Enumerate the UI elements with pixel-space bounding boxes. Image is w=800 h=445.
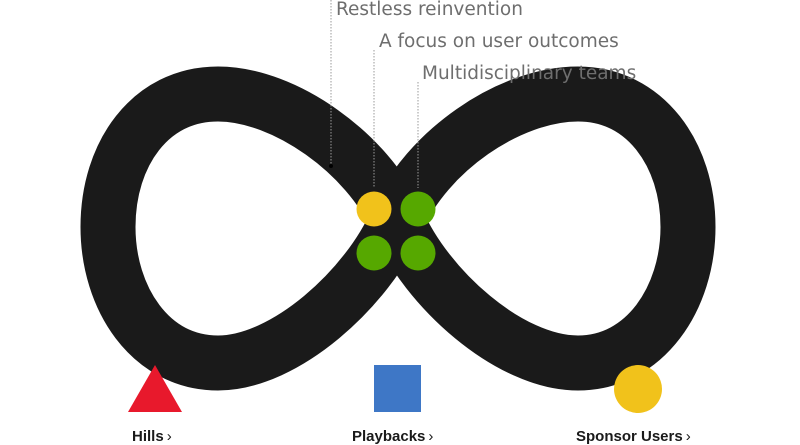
dot-bottom-left (356, 235, 392, 271)
playbacks-link[interactable]: Playbacks› (352, 428, 433, 445)
dot-bottom-right (400, 235, 436, 271)
dot-top-right (400, 191, 436, 227)
chevron-right-icon: › (685, 428, 691, 445)
dot-top-left (356, 191, 392, 227)
sponsor-users-link[interactable]: Sponsor Users› (576, 428, 691, 445)
callout-multidisciplinary-teams: Multidisciplinary teams (422, 63, 636, 84)
leader-dot-restless (329, 164, 333, 168)
sponsor-users-label: Sponsor Users (576, 428, 683, 445)
hills-link[interactable]: Hills› (132, 428, 172, 445)
infinity-loop (80, 66, 716, 391)
callout-user-outcomes: A focus on user outcomes (379, 31, 619, 52)
chevron-right-icon: › (166, 428, 172, 445)
hills-label: Hills (132, 428, 164, 445)
square-icon[interactable] (374, 365, 421, 412)
callout-restless-reinvention: Restless reinvention (336, 0, 523, 20)
playbacks-label: Playbacks (352, 428, 426, 445)
circle-icon[interactable] (614, 365, 662, 413)
triangle-icon[interactable] (128, 365, 182, 412)
chevron-right-icon: › (428, 428, 434, 445)
